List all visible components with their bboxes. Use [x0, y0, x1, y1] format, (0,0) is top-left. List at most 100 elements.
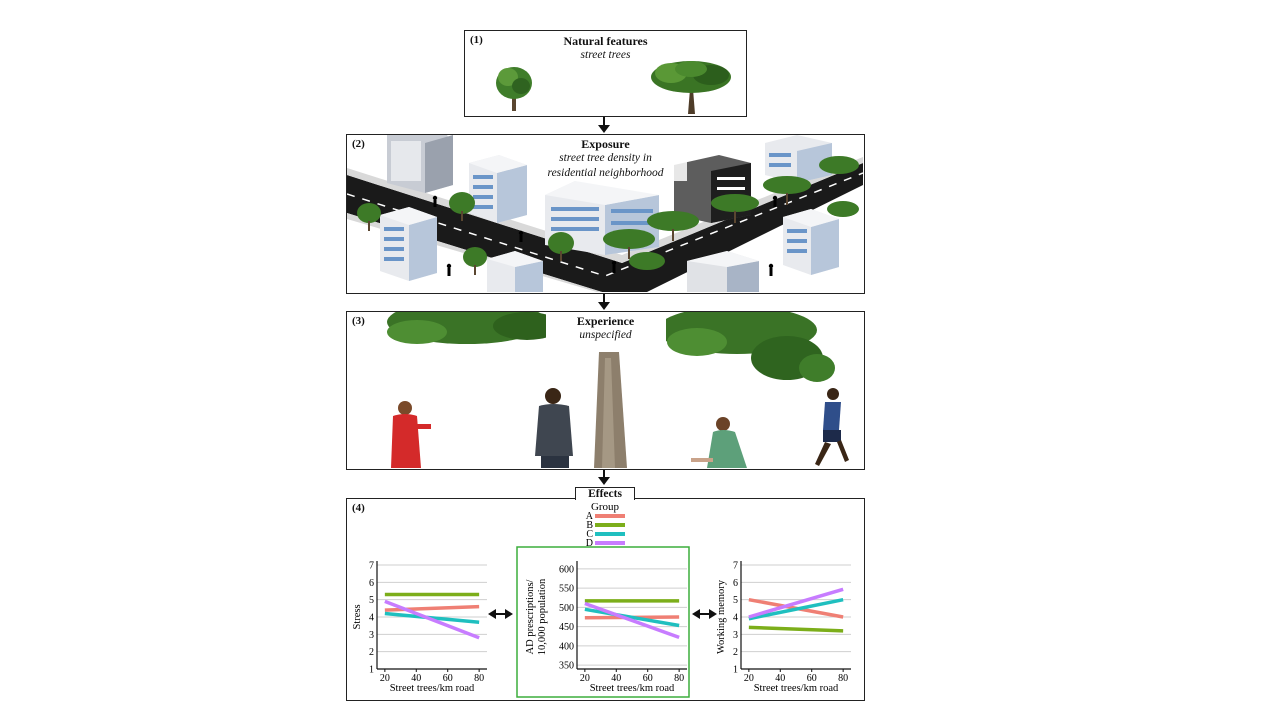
- legend-label-A: A: [586, 511, 594, 522]
- y-tick-label: 7: [733, 561, 738, 572]
- building-icon: [687, 251, 759, 292]
- natural-features-panel: (1) Natural features street trees: [464, 30, 747, 117]
- building-icon: [487, 251, 543, 292]
- series-line-A: [384, 604, 480, 612]
- flow-arrow-1: [603, 117, 605, 127]
- panel-title: Exposure: [581, 137, 630, 151]
- legend-label-C: C: [586, 529, 593, 540]
- flow-arrowhead-2: [598, 302, 610, 310]
- series-line-D: [748, 587, 844, 619]
- y-tick-label: 4: [369, 613, 374, 624]
- y-tick-label: 3: [733, 630, 738, 641]
- x-tick-label: 40: [611, 673, 621, 684]
- person-icon: [535, 388, 573, 468]
- y-tick-label: 400: [559, 641, 574, 652]
- building-icon: [387, 135, 453, 193]
- y-tick-label: 2: [369, 647, 374, 658]
- y-axis-label: Working memory: [716, 579, 727, 654]
- tree-illustrations: [496, 61, 731, 114]
- building-icon: [765, 135, 832, 183]
- city-illustration: [347, 135, 863, 292]
- x-tick-label: 80: [838, 673, 848, 684]
- series-line-D: [584, 601, 680, 640]
- x-tick-label: 40: [411, 673, 421, 684]
- tree-canopy-icon: [387, 312, 835, 382]
- x-axis-label: Street trees/km road: [390, 683, 475, 694]
- x-axis-label: Street trees/km road: [754, 683, 839, 694]
- panel-subtitle: unspecified: [579, 329, 632, 341]
- panel-subtitle-line1: street tree density in: [559, 152, 652, 164]
- y-tick-label: 5: [733, 595, 738, 606]
- legend-label-D: D: [586, 538, 593, 549]
- y-axis-label-line1: AD prescriptions/: [525, 579, 536, 654]
- y-tick-label: 6: [733, 578, 738, 589]
- panel-number: (4): [352, 502, 365, 514]
- y-tick-label: 7: [369, 561, 374, 572]
- double-arrow-icon: [692, 609, 717, 619]
- park-illustration: [387, 312, 849, 468]
- effects-tab-label: Effects: [575, 487, 635, 500]
- person-icon: [815, 388, 849, 466]
- y-tick-label: 350: [559, 661, 574, 672]
- x-tick-label: 20: [580, 673, 590, 684]
- y-tick-label: 600: [559, 564, 574, 575]
- x-tick-label: 20: [744, 673, 754, 684]
- series-line-C: [748, 597, 844, 621]
- x-tick-label: 80: [674, 673, 684, 684]
- legend-label-B: B: [586, 520, 593, 531]
- y-tick-label: 1: [733, 665, 738, 676]
- panel-title: Natural features: [563, 34, 648, 48]
- y-tick-label: 4: [733, 613, 738, 624]
- x-tick-label: 60: [807, 673, 817, 684]
- y-tick-label: 1: [369, 665, 374, 676]
- y-tick-label: 450: [559, 622, 574, 633]
- wide-tree-icon: [651, 61, 731, 114]
- y-tick-label: 550: [559, 584, 574, 595]
- building-icon: [469, 155, 527, 223]
- y-tick-label: 6: [369, 578, 374, 589]
- y-axis-label: Stress: [352, 604, 363, 629]
- exposure-panel: (2) Exposure street tree density in resi…: [346, 134, 865, 294]
- panel-subtitle: street trees: [580, 49, 631, 61]
- highlight-box: [516, 546, 690, 698]
- panel-number: (1): [470, 34, 483, 46]
- panel-title: Experience: [576, 314, 635, 328]
- y-tick-label: 500: [559, 603, 574, 614]
- experience-panel: (3) Experience unspecified: [346, 311, 865, 470]
- y-tick-label: 3: [369, 630, 374, 641]
- flow-arrowhead-3: [598, 477, 610, 485]
- person-icon: [391, 401, 431, 468]
- x-tick-label: 40: [775, 673, 785, 684]
- flow-arrow-3: [603, 470, 605, 478]
- legend-title: Group: [591, 501, 620, 513]
- flow-arrow-2: [603, 294, 605, 304]
- y-tick-label: 2: [733, 647, 738, 658]
- x-tick-label: 80: [474, 673, 484, 684]
- pedestrian-icons: [432, 195, 778, 276]
- y-tick-label: 5: [369, 595, 374, 606]
- building-icon: [783, 209, 839, 275]
- person-icon: [691, 417, 747, 468]
- panel-subtitle-line2: residential neighborhood: [547, 167, 664, 179]
- street-tree-icons: [357, 156, 859, 270]
- x-tick-label: 20: [380, 673, 390, 684]
- series-line-D: [384, 599, 480, 640]
- y-axis-label-line2: 10,000 population: [537, 578, 548, 655]
- panel-number: (2): [352, 138, 365, 150]
- series-line-B: [748, 625, 844, 633]
- small-tree-icon: [496, 67, 532, 111]
- flow-arrowhead-1: [598, 125, 610, 133]
- double-arrow-icon: [488, 609, 513, 619]
- x-tick-label: 60: [643, 673, 653, 684]
- x-tick-label: 60: [443, 673, 453, 684]
- building-icon: [380, 207, 437, 281]
- panel-number: (3): [352, 315, 365, 327]
- series-line-C: [584, 607, 680, 628]
- x-axis-label: Street trees/km road: [590, 683, 675, 694]
